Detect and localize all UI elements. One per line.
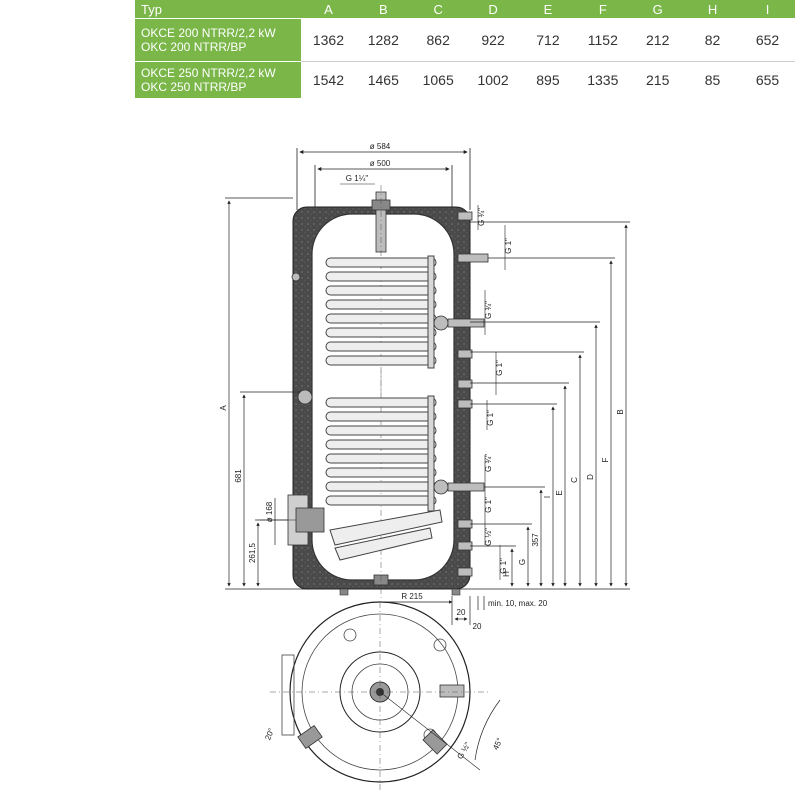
right-connection-leaders <box>477 205 506 580</box>
label-g: G <box>518 559 527 565</box>
table-cell: 652 <box>740 18 795 62</box>
table-cell: 1002 <box>477 72 509 88</box>
model-cell: OKCE 250 NTRR/2,2 kW OKC 250 NTRR/BP <box>135 61 301 98</box>
table-cell: 82 <box>685 18 740 62</box>
model-name: OKCE 200 NTRR/2,2 kW <box>141 26 276 40</box>
right-dimension-ladder <box>380 221 630 590</box>
plan-view <box>270 601 501 790</box>
header-i: I <box>740 0 795 19</box>
model-name: OKCE 250 NTRR/2,2 kW <box>141 66 276 80</box>
model-name: OKC 250 NTRR/BP <box>141 80 247 94</box>
table-cell: 712 <box>520 18 576 62</box>
label-a: A <box>219 405 228 411</box>
table-row: OKCE 200 NTRR/2,2 kW OKC 200 NTRR/BP 136… <box>135 18 795 62</box>
label-g34-top: G ¾" <box>477 208 486 226</box>
model-cell: OKCE 200 NTRR/2,2 kW OKC 200 NTRR/BP <box>135 18 301 62</box>
header-typ: Typ <box>135 0 301 19</box>
header-a: A <box>301 0 356 19</box>
dimension-table: Typ A B C D E F G H I OKCE 200 NTRR/2,2 … <box>135 0 795 98</box>
header-c: C <box>410 0 466 19</box>
dim-168: ø 168 <box>265 501 274 522</box>
table-cell: 862 <box>410 18 466 62</box>
label-g34: G ¾" <box>484 301 493 319</box>
label-g12-bottom: G ½" <box>455 741 472 761</box>
header-g: G <box>630 0 686 19</box>
label-top-connection: G 1¼" <box>346 174 369 183</box>
label-d: D <box>586 474 595 480</box>
label-g1: G 1" <box>484 497 493 513</box>
table-cell: 1065 <box>422 72 454 88</box>
label-b: B <box>616 409 625 414</box>
table-cell: 895 <box>536 72 560 88</box>
table-cell: 85 <box>704 72 721 88</box>
table-cell: 1335 <box>587 72 619 88</box>
label-c: C <box>570 477 579 483</box>
label-g1: G 1" <box>486 410 495 426</box>
table-header-row: Typ A B C D E F G H I <box>135 0 795 19</box>
heater-flange <box>260 494 325 546</box>
table-cell: 922 <box>465 18 521 62</box>
label-e: E <box>555 490 564 495</box>
table-cell: 212 <box>630 18 686 62</box>
header-h: H <box>685 0 740 19</box>
left-dimensions <box>225 197 380 590</box>
label-g34: G ¾" <box>484 454 493 472</box>
label-g12: G ½" <box>484 528 493 546</box>
upper-heating-coil <box>325 255 437 369</box>
angle-20: 20° <box>263 727 276 741</box>
angle-45: 45° <box>491 737 504 752</box>
table-cell: 1465 <box>367 72 399 88</box>
dim-inner-diameter: ø 500 <box>370 159 391 168</box>
dim-20: 20 <box>473 622 482 631</box>
label-i: I <box>543 496 552 498</box>
sensor-port <box>297 389 313 405</box>
label-g1: G 1" <box>495 360 504 376</box>
header-f: F <box>575 0 631 19</box>
table-cell: 1152 <box>575 18 631 62</box>
tank-feet <box>339 588 461 596</box>
dim-radius: R 215 <box>401 592 423 601</box>
table-cell: 1282 <box>355 18 411 62</box>
table-cell: 1542 <box>312 72 345 88</box>
label-g1: G 1" <box>504 238 513 254</box>
dim-261-5: 261,5 <box>248 542 257 563</box>
label-f: F <box>601 457 610 462</box>
dim-outer-diameter: ø 584 <box>370 142 391 151</box>
label-g1: G 1" <box>499 558 508 574</box>
dim-min-max: min. 10, max. 20 <box>488 599 548 608</box>
dim-357: 357 <box>531 533 540 547</box>
lower-heating-coil <box>325 395 443 561</box>
header-b: B <box>355 0 411 19</box>
dim-20: 20 <box>457 608 466 617</box>
table-row: OKCE 250 NTRR/2,2 kW OKC 250 NTRR/BP 154… <box>135 61 795 98</box>
dim-681: 681 <box>234 469 243 483</box>
table-cell: 215 <box>646 72 670 88</box>
header-d: D <box>465 0 521 19</box>
header-e: E <box>520 0 576 19</box>
bottom-dimensions <box>382 596 485 625</box>
table-cell: 1362 <box>301 18 356 62</box>
label-h: H <box>502 571 511 577</box>
model-name: OKC 200 NTRR/BP <box>141 40 247 54</box>
table-cell: 655 <box>755 72 780 88</box>
